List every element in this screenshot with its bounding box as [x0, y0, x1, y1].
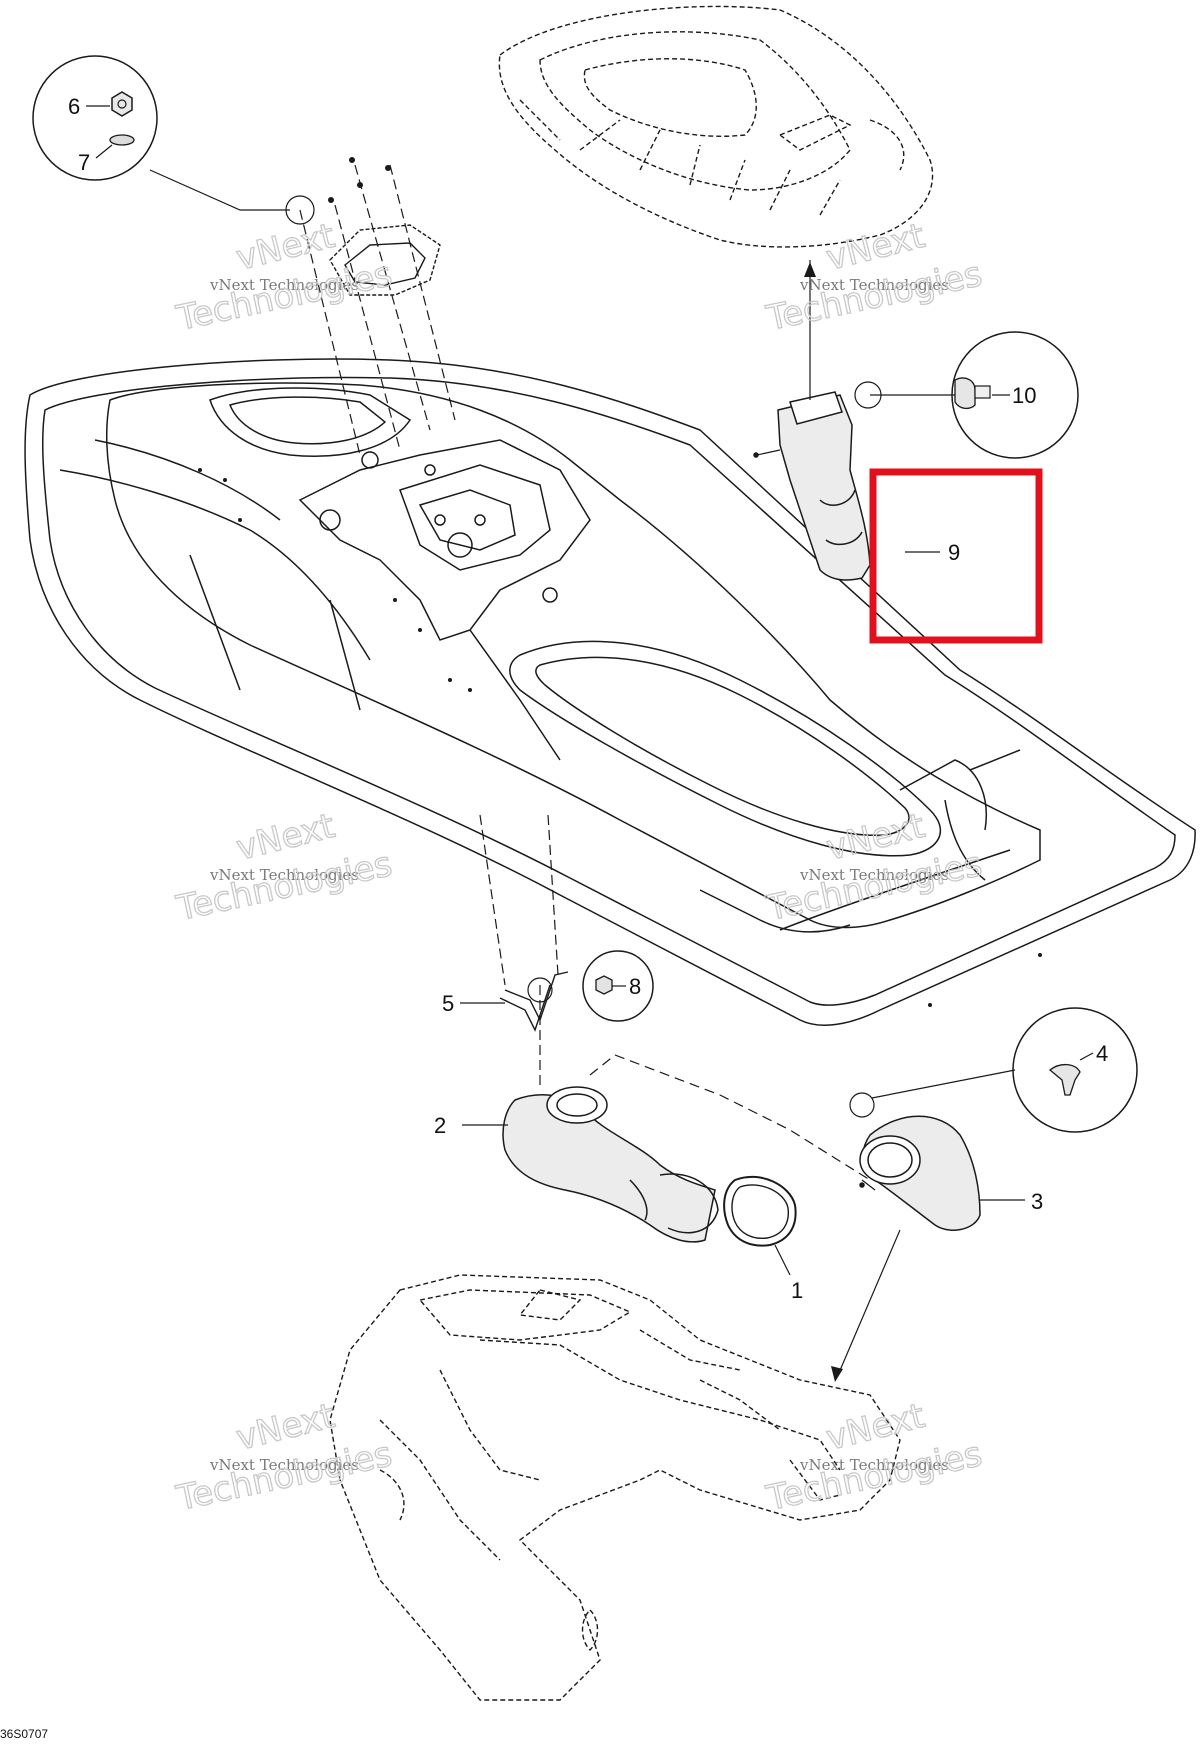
gasket-part-1 — [723, 1175, 797, 1276]
callout-8[interactable]: 8 — [629, 974, 641, 999]
watermark-text: vNext Technologies — [209, 1456, 359, 1474]
callout-circle-6-7 — [32, 55, 315, 225]
callout-circle-10 — [854, 331, 1079, 459]
callout-6[interactable]: 6 — [68, 94, 80, 119]
watermark-upper-left: vNext vNext Technologies Technologies — [172, 215, 396, 339]
highlight-box — [869, 468, 1043, 644]
bracket-part-5 — [460, 814, 569, 1032]
watermark-upper-right: vNext vNext Technologies Technologies — [762, 215, 986, 339]
deck-rivets — [198, 468, 1042, 1007]
console-bracket — [329, 224, 441, 296]
callout-9[interactable]: 9 — [948, 540, 960, 565]
callout-7[interactable]: 7 — [78, 150, 90, 175]
callout-10[interactable]: 10 — [1012, 383, 1036, 408]
watermark-text: vNext Technologies — [799, 866, 949, 884]
watermark-lower-right: vNext vNext Technologies Technologies — [762, 1395, 986, 1519]
watermark-text: vNext Technologies — [799, 1456, 949, 1474]
reference-code: 36S0707 — [0, 1727, 48, 1741]
duct-elbow-part-3 — [831, 1069, 1025, 1382]
watermark-lower-left: vNext vNext Technologies Technologies — [172, 1395, 396, 1519]
watermark-text: vNext Technologies — [209, 276, 359, 294]
callout-3[interactable]: 3 — [1031, 1189, 1043, 1214]
watermark-text: vNext Technologies — [209, 866, 359, 884]
bolt-install-lines — [299, 164, 456, 456]
callout-4[interactable]: 4 — [1096, 1041, 1108, 1066]
bolt-heads — [328, 157, 391, 203]
intake-duct-part-2 — [462, 985, 871, 1243]
callout-1[interactable]: 1 — [791, 1278, 803, 1303]
callout-circle-8 — [527, 950, 654, 1022]
callout-circle-4 — [1012, 1007, 1138, 1133]
watermark-middle-right: vNext vNext Technologies Technologies — [762, 805, 986, 929]
callout-5[interactable]: 5 — [442, 991, 454, 1016]
watermark-text: vNext Technologies — [799, 276, 949, 294]
upper-deck-ghost — [498, 5, 934, 248]
lower-hull-ghost — [329, 1274, 901, 1701]
callout-2[interactable]: 2 — [434, 1113, 446, 1138]
air-duct-part-9 — [753, 260, 871, 581]
main-hull-deck — [24, 358, 1196, 1026]
watermark-middle-left: vNext vNext Technologies Technologies — [172, 805, 396, 929]
